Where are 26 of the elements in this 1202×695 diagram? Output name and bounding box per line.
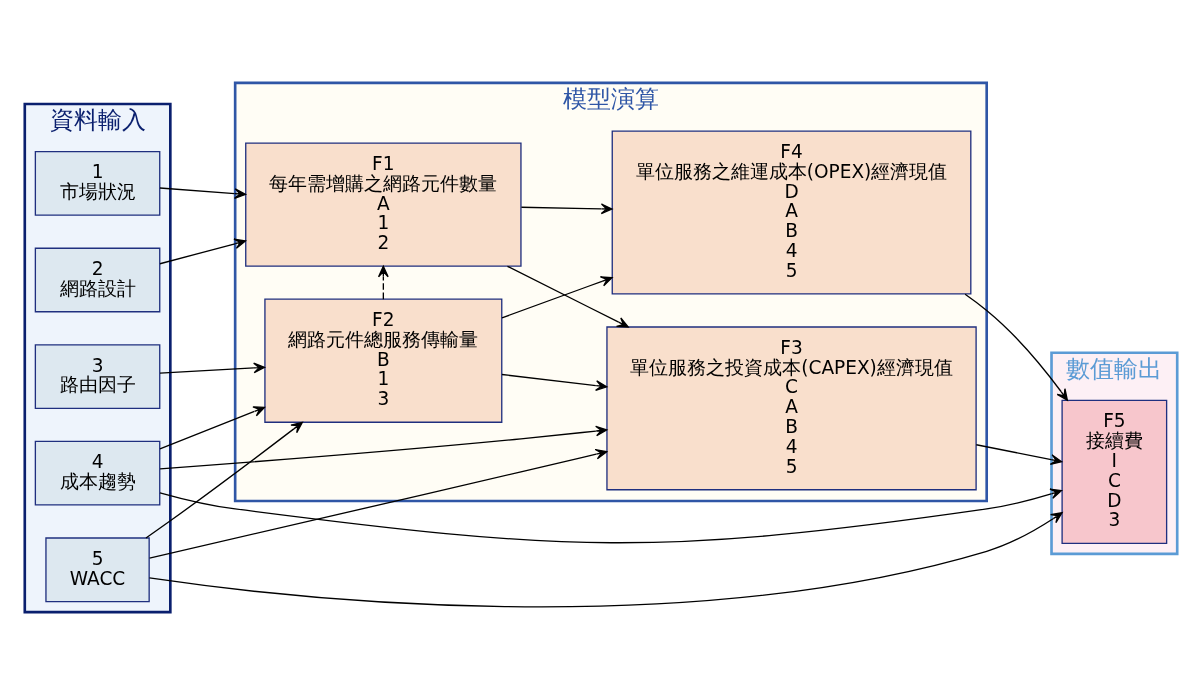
node-box: 5 WACC: [45, 537, 150, 603]
arrow: [520, 203, 613, 215]
node-box: 4 成本趨勢: [34, 440, 161, 506]
arrow: [148, 448, 608, 559]
arrow: [159, 362, 266, 374]
arrow: [501, 373, 608, 391]
arrow: [145, 421, 303, 539]
node-box: 2 網路設計: [34, 247, 161, 313]
node-box: F1 每年需增購之網路元件數量 A 1 2: [245, 142, 522, 267]
node-box: 3 路由因子: [34, 344, 161, 410]
arrow: [159, 238, 247, 265]
arrow: [377, 265, 389, 300]
arrow: [159, 406, 266, 450]
node-box: F4 單位服務之維運成本(OPEX)經濟現值 D A B 4 5: [611, 130, 972, 295]
arrow: [159, 488, 1063, 544]
arrow: [964, 293, 1068, 401]
arrow: [159, 187, 247, 199]
arrow: [975, 444, 1063, 465]
node-box: F3 單位服務之投資成本(CAPEX)經濟現值 C A B 4 5: [606, 326, 977, 491]
arrow: [501, 276, 613, 319]
arrow: [506, 265, 629, 328]
node-box: F2 網路元件總服務傳輸量 B 1 3: [264, 298, 503, 423]
node-box: 1 市場狀況: [34, 151, 161, 216]
arrow: [159, 425, 608, 470]
arrow: [148, 512, 1063, 608]
node-box: F5 接續費 I C D 3: [1061, 399, 1168, 544]
